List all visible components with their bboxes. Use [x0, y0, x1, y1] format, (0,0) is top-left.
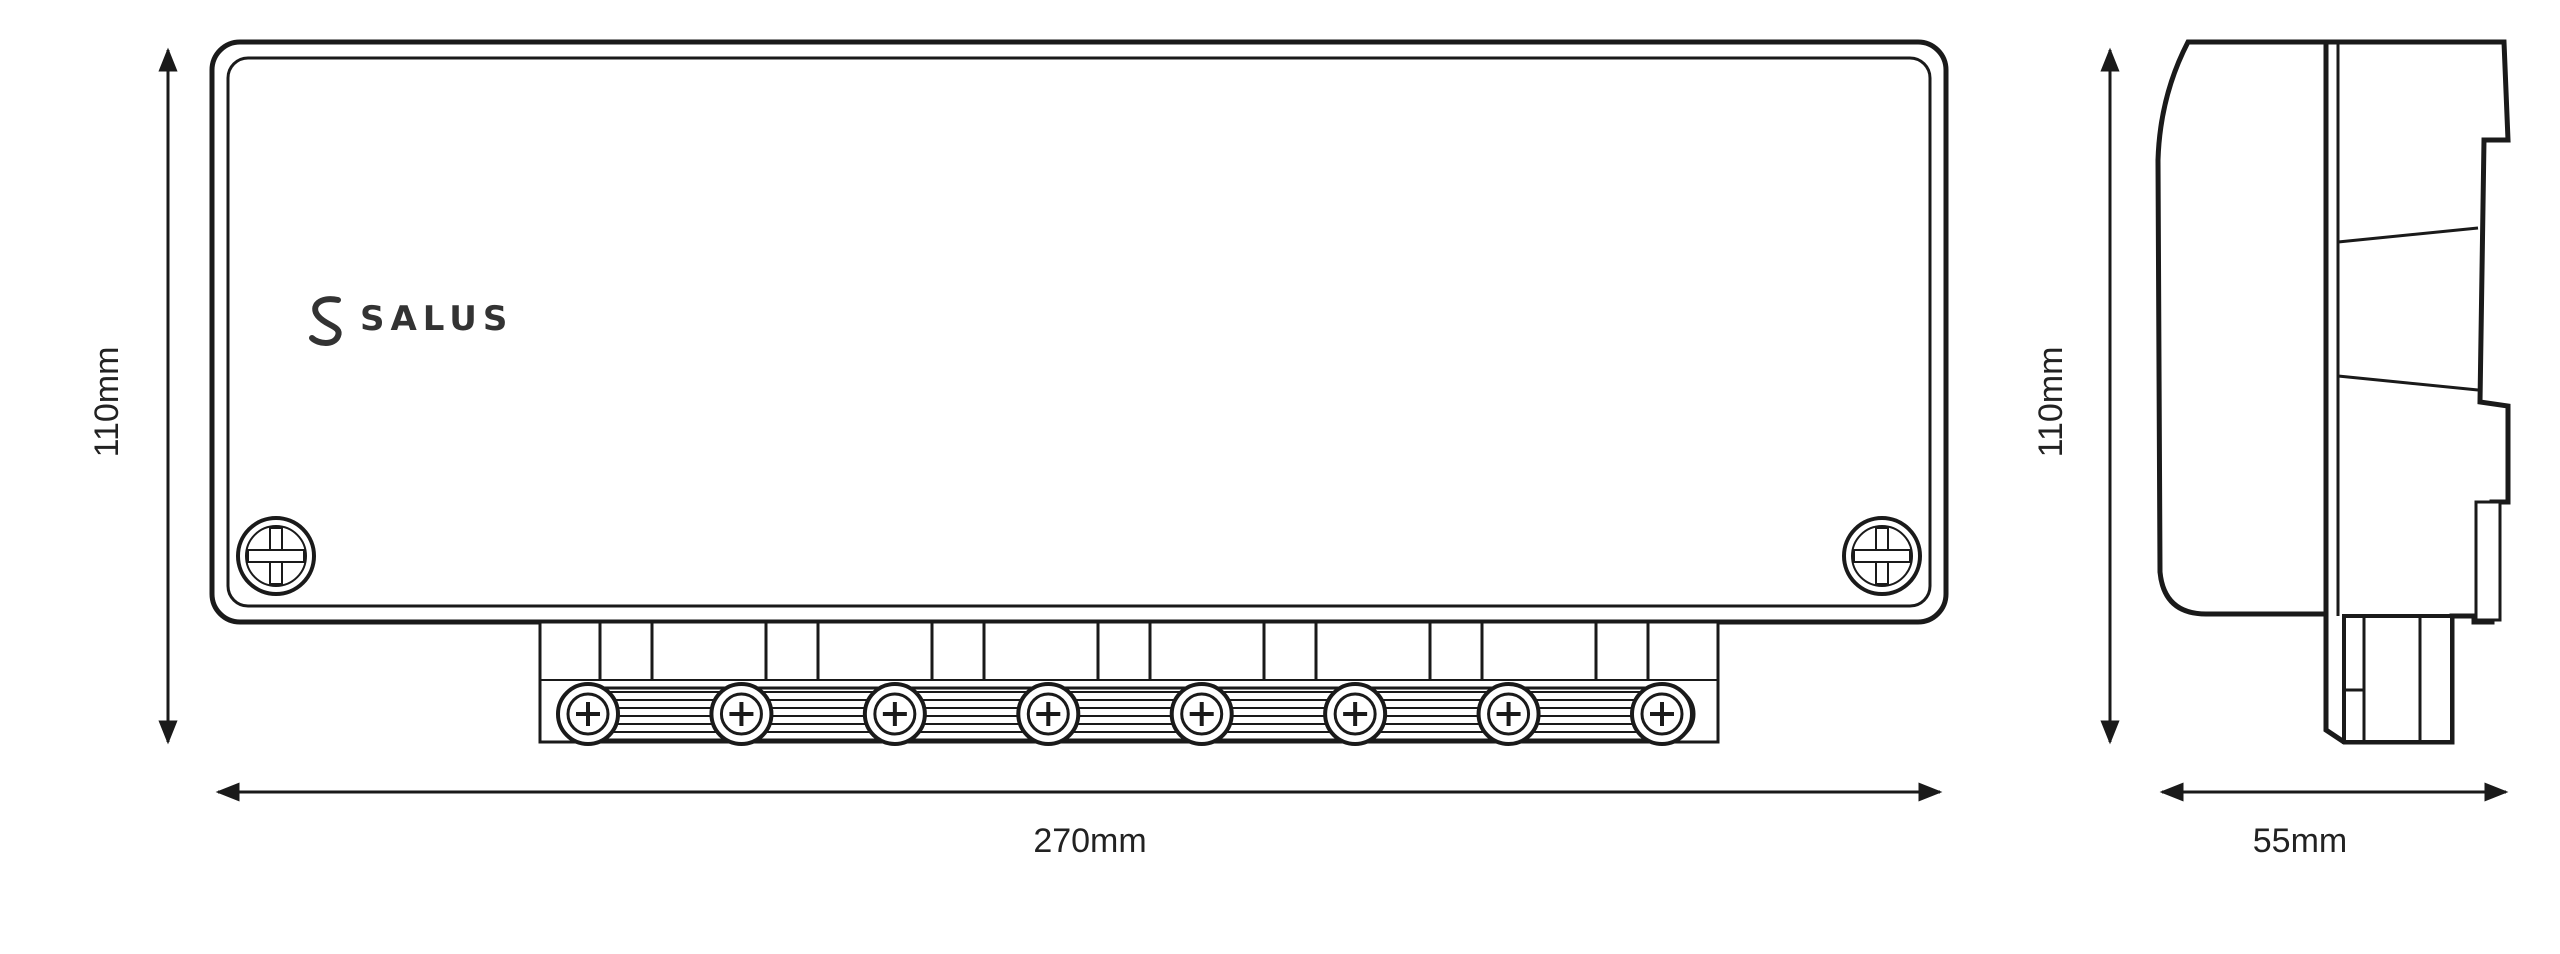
- side-view: 110mm 55mm: [2032, 39, 2511, 860]
- terminal-screw-icon: [709, 682, 774, 746]
- terminal-screw-icon: [1016, 682, 1081, 746]
- lid-screw-right-icon: [1842, 516, 1922, 596]
- salus-logo: SALUS: [309, 296, 513, 346]
- terminal-screw-icon: [1323, 682, 1388, 746]
- salus-logo-swirl-icon: [309, 296, 342, 346]
- terminal-screws: [556, 682, 1694, 746]
- housing-lid: [226, 56, 1932, 608]
- front-height-dimension: 110mm: [88, 47, 178, 745]
- terminal-screw-icon: [1630, 682, 1694, 746]
- lid-screw-left-icon: [236, 516, 316, 596]
- terminal-block: [538, 620, 1720, 746]
- front-height-label: 110mm: [88, 347, 126, 458]
- side-depth-label: 55mm: [2253, 822, 2347, 860]
- side-terminal-profile: [2342, 614, 2454, 744]
- side-depth-dimension: 55mm: [2159, 782, 2509, 860]
- brand-logo-text: SALUS: [360, 299, 513, 339]
- front-width-dimension: 270mm: [215, 782, 1943, 860]
- terminal-screw-icon: [1169, 682, 1234, 746]
- front-view: SALUS: [88, 39, 1949, 860]
- side-lid-profile: [2155, 39, 2329, 617]
- terminal-screw-icon: [862, 682, 927, 746]
- side-height-label: 110mm: [2032, 347, 2070, 458]
- terminal-screw-icon: [1476, 682, 1541, 746]
- front-width-label: 270mm: [1033, 822, 1146, 860]
- side-height-dimension: 110mm: [2032, 47, 2120, 745]
- terminal-screw-icon: [556, 682, 620, 746]
